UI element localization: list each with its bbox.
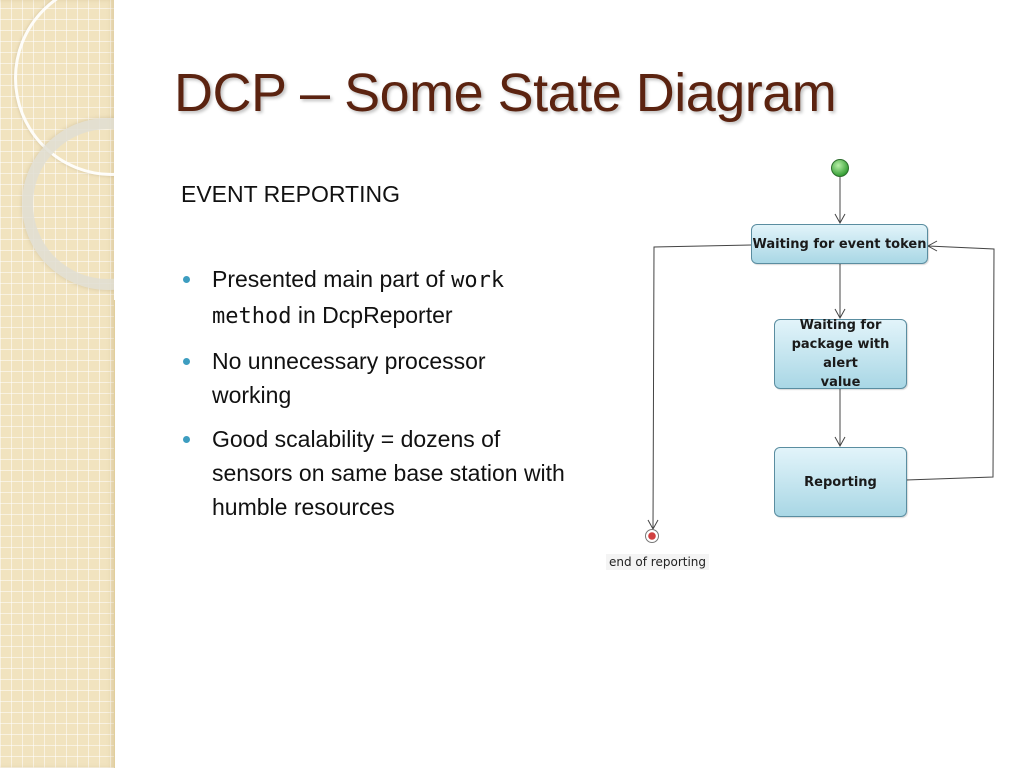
bullet-item: Presented main part of work method in Dc… bbox=[181, 262, 571, 334]
bullet-text: No unnecessary processor working bbox=[212, 348, 486, 408]
state-label: package with alert bbox=[791, 337, 890, 371]
bullet-list: Presented main part of work method in Dc… bbox=[181, 262, 571, 534]
bullet-icon bbox=[183, 436, 190, 443]
transition-arrow bbox=[905, 240, 995, 481]
bullet-text: Presented main part of bbox=[212, 266, 452, 292]
transition-arrow bbox=[647, 244, 752, 531]
code-text: work method bbox=[212, 268, 505, 329]
state-waiting-for-package: Waiting for package with alert value bbox=[774, 318, 907, 390]
state-label: Waiting for event token bbox=[752, 236, 927, 252]
state-label: Reporting bbox=[804, 474, 877, 490]
bullet-icon bbox=[183, 358, 190, 365]
ring-mask bbox=[114, 0, 234, 300]
transition-arrow bbox=[834, 264, 846, 320]
end-state-label: end of reporting bbox=[606, 554, 710, 570]
bullet-text: in DcpReporter bbox=[291, 302, 453, 328]
state-label: Waiting for bbox=[799, 318, 882, 333]
diagram-edges bbox=[645, 159, 995, 543]
state-diagram: Waiting for event token Waiting for pack… bbox=[600, 150, 1010, 580]
transition-arrow bbox=[834, 177, 846, 225]
bullet-item: Good scalability = dozens of sensors on … bbox=[181, 422, 571, 524]
bullet-text: Good scalability = dozens of sensors on … bbox=[212, 426, 565, 520]
state-waiting-for-event-token: Waiting for event token bbox=[751, 224, 928, 264]
state-reporting: Reporting bbox=[774, 447, 907, 517]
final-node-icon bbox=[645, 529, 659, 543]
bullet-item: No unnecessary processor working bbox=[181, 344, 571, 412]
initial-node-icon bbox=[831, 159, 849, 177]
section-heading: EVENT REPORTING bbox=[181, 181, 400, 207]
state-label: value bbox=[820, 375, 861, 390]
slide-title: DCP – Some State Diagram bbox=[174, 63, 837, 123]
bullet-icon bbox=[183, 276, 190, 283]
transition-arrow bbox=[834, 389, 846, 448]
